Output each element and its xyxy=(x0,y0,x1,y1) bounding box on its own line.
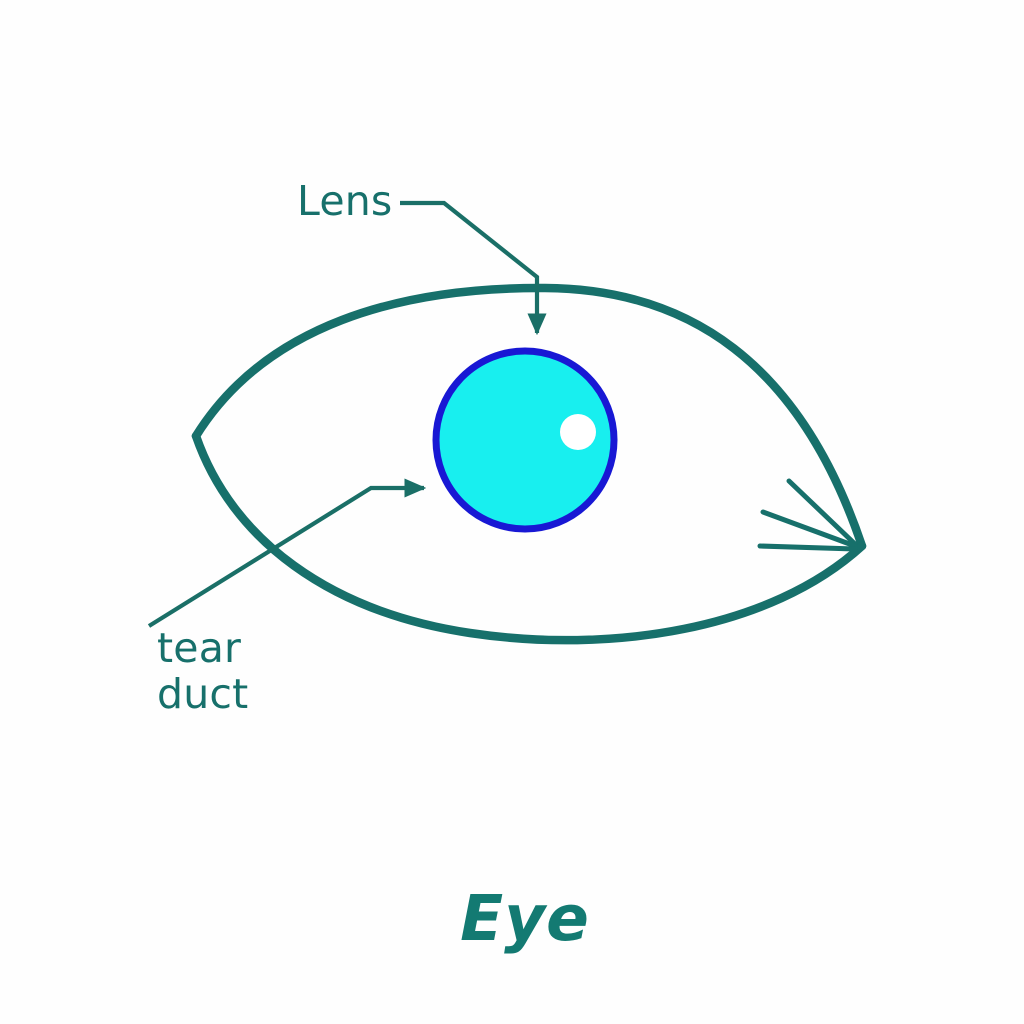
iris-lens-circle xyxy=(432,347,618,533)
tear-duct-leader-line xyxy=(147,478,427,628)
label-tear-duct-line1: tear xyxy=(157,624,241,672)
upper-eyelid-line xyxy=(191,283,867,551)
eyelash-lines-group xyxy=(757,478,858,552)
eyelash-line-3 xyxy=(757,543,858,552)
iris-group xyxy=(432,347,618,533)
eyelash-line-2 xyxy=(760,509,858,549)
light-highlight-icon xyxy=(560,414,596,450)
eyelash-line-1 xyxy=(786,478,858,547)
figure-title: Eye xyxy=(460,882,590,955)
lens-leader-group xyxy=(400,200,547,336)
lens-leader-line xyxy=(400,200,547,336)
eye-outline-group xyxy=(191,283,867,645)
lower-eyelid-line xyxy=(191,431,867,645)
label-tear-duct-line2: duct xyxy=(157,670,248,718)
label-lens: Lens xyxy=(297,177,393,225)
tear-duct-leader-group xyxy=(147,478,427,628)
